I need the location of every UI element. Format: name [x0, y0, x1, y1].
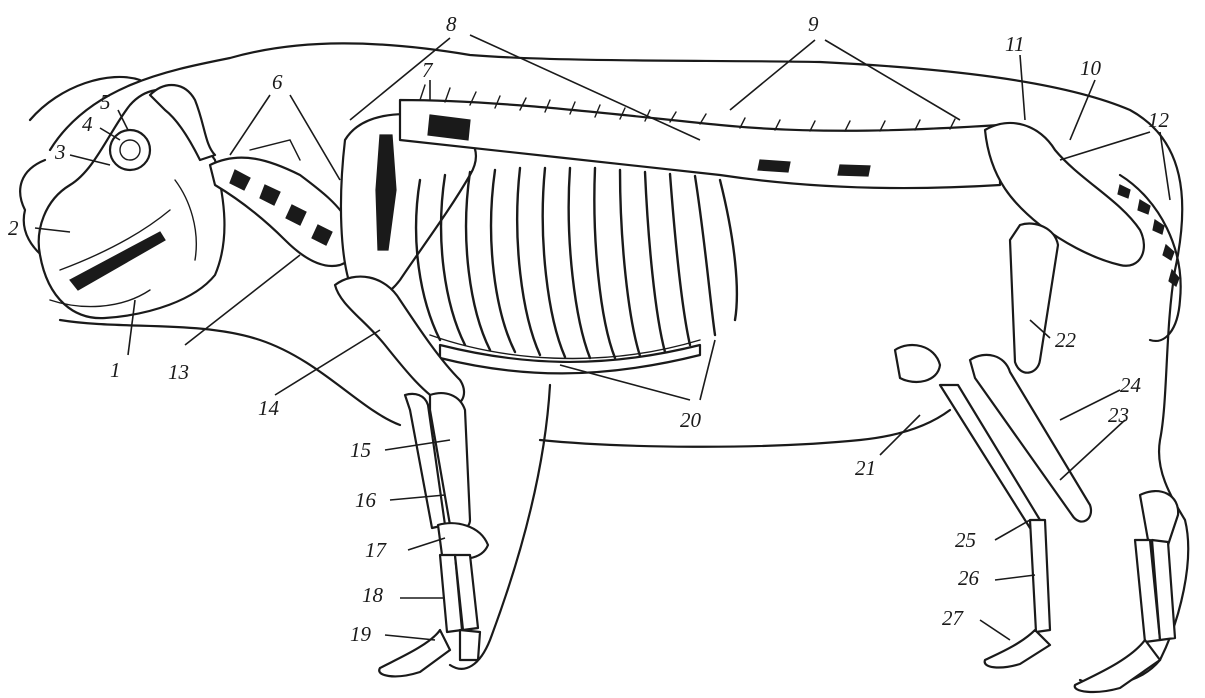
label-13: 13 — [168, 362, 189, 383]
label-5: 5 — [100, 92, 111, 113]
label-27: 27 — [942, 608, 963, 629]
label-3: 3 — [55, 142, 66, 163]
label-18: 18 — [362, 585, 383, 606]
label-21: 21 — [855, 458, 876, 479]
patella — [895, 345, 940, 382]
label-20: 20 — [680, 410, 701, 431]
hindleg — [895, 123, 1178, 692]
rib-cage — [416, 168, 737, 373]
label-6: 6 — [272, 72, 283, 93]
tarsus — [1140, 491, 1178, 545]
label-9: 9 — [808, 14, 819, 35]
label-14: 14 — [258, 398, 279, 419]
label-16: 16 — [355, 490, 376, 511]
label-19: 19 — [350, 624, 371, 645]
label-10: 10 — [1080, 58, 1101, 79]
label-2: 2 — [8, 218, 19, 239]
label-1: 1 — [110, 360, 121, 381]
label-22: 22 — [1055, 330, 1076, 351]
humerus — [335, 277, 464, 406]
skull — [39, 85, 225, 318]
label-24: 24 — [1120, 375, 1141, 396]
label-25: 25 — [955, 530, 976, 551]
carpus — [438, 523, 488, 559]
label-23: 23 — [1108, 405, 1129, 426]
label-12: 12 — [1148, 110, 1169, 131]
spine — [400, 85, 1000, 188]
label-4: 4 — [82, 114, 93, 135]
label-17: 17 — [365, 540, 386, 561]
label-8: 8 — [446, 14, 457, 35]
foreleg — [335, 277, 488, 677]
cervical-vertebrae — [210, 140, 355, 266]
femur — [1010, 224, 1058, 373]
label-26: 26 — [958, 568, 979, 589]
label-7: 7 — [422, 60, 433, 81]
label-11: 11 — [1005, 34, 1024, 55]
label-15: 15 — [350, 440, 371, 461]
orbit — [110, 130, 150, 170]
